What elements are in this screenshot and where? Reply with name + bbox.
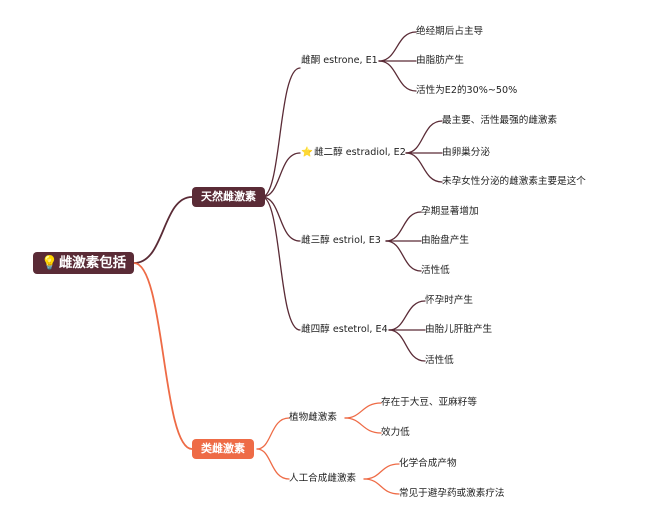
leaf-estradiol-3[interactable]: 未孕女性分泌的雌激素主要是这个 xyxy=(442,176,586,187)
leaf-estriol-1[interactable]: 孕期显著增加 xyxy=(421,206,479,217)
link-synthetic-a xyxy=(363,463,400,480)
branch-similar-estrogen[interactable]: 类雌激素 xyxy=(192,439,254,459)
leaf-synthetic-2[interactable]: 常见于避孕药或激素疗法 xyxy=(399,488,505,499)
leaf-estradiol-2[interactable]: 由卵巢分泌 xyxy=(442,147,490,158)
topic-estrone[interactable]: 雌酮 estrone, E1 xyxy=(301,55,378,66)
topic-estriol[interactable]: 雌三醇 estriol, E3 xyxy=(301,235,381,246)
leaf-estetrol-1[interactable]: 怀孕时产生 xyxy=(425,295,473,306)
leaf-estradiol-1[interactable]: 最主要、活性最强的雌激素 xyxy=(442,115,558,126)
topic-estradiol[interactable]: ⭐雌二醇 estradiol, E2 xyxy=(301,146,406,160)
link-root-natural xyxy=(133,196,193,264)
topic-synthetic-estrogen[interactable]: 人工合成雌激素 xyxy=(289,473,357,484)
leaf-estrone-3[interactable]: 活性为E2的30%~50% xyxy=(416,85,518,96)
lightbulb-icon: 💡 xyxy=(41,255,58,271)
root-node[interactable]: 💡雌激素包括 xyxy=(33,252,135,274)
link-e1-a xyxy=(378,31,417,62)
link-synthetic-b xyxy=(363,478,400,495)
link-e4-a xyxy=(388,300,426,331)
leaf-estetrol-2[interactable]: 由胎儿肝脏产生 xyxy=(425,324,493,335)
leaf-estriol-2[interactable]: 由胎盘产生 xyxy=(421,235,469,246)
root-label: 雌激素包括 xyxy=(58,255,127,271)
leaf-estrone-1[interactable]: 绝经期后占主导 xyxy=(416,26,484,37)
link-plant-b xyxy=(344,417,382,434)
link-similar-synthetic xyxy=(256,448,290,480)
link-natural-e1 xyxy=(261,67,301,198)
link-plant-a xyxy=(344,402,382,419)
link-natural-e4 xyxy=(261,196,301,331)
leaf-estetrol-3[interactable]: 活性低 xyxy=(425,355,454,366)
leaf-estrone-2[interactable]: 由脂肪产生 xyxy=(416,55,464,66)
branch-natural-estrogen[interactable]: 天然雌激素 xyxy=(192,187,265,207)
topic-plant-estrogen[interactable]: 植物雌激素 xyxy=(289,412,337,423)
leaf-plant-1[interactable]: 存在于大豆、亚麻籽等 xyxy=(381,397,477,408)
link-e2-c xyxy=(405,152,443,183)
link-root-similar xyxy=(133,262,193,450)
link-natural-e3 xyxy=(261,196,301,242)
leaf-estriol-3[interactable]: 活性低 xyxy=(421,265,450,276)
star-icon: ⭐ xyxy=(301,147,313,158)
topic-estetrol[interactable]: 雌四醇 estetrol, E4 xyxy=(301,324,388,335)
link-e1-c xyxy=(378,60,417,92)
link-e3-c xyxy=(385,240,422,272)
link-e3-a xyxy=(385,211,422,242)
leaf-plant-2[interactable]: 效力低 xyxy=(381,427,410,438)
topic-estradiol-label: 雌二醇 estradiol, E2 xyxy=(313,147,406,158)
link-natural-e2 xyxy=(261,152,301,198)
leaf-synthetic-1[interactable]: 化学合成产物 xyxy=(399,458,457,469)
link-similar-plant xyxy=(256,417,290,450)
link-e2-a xyxy=(405,120,443,154)
link-e4-c xyxy=(388,329,426,362)
